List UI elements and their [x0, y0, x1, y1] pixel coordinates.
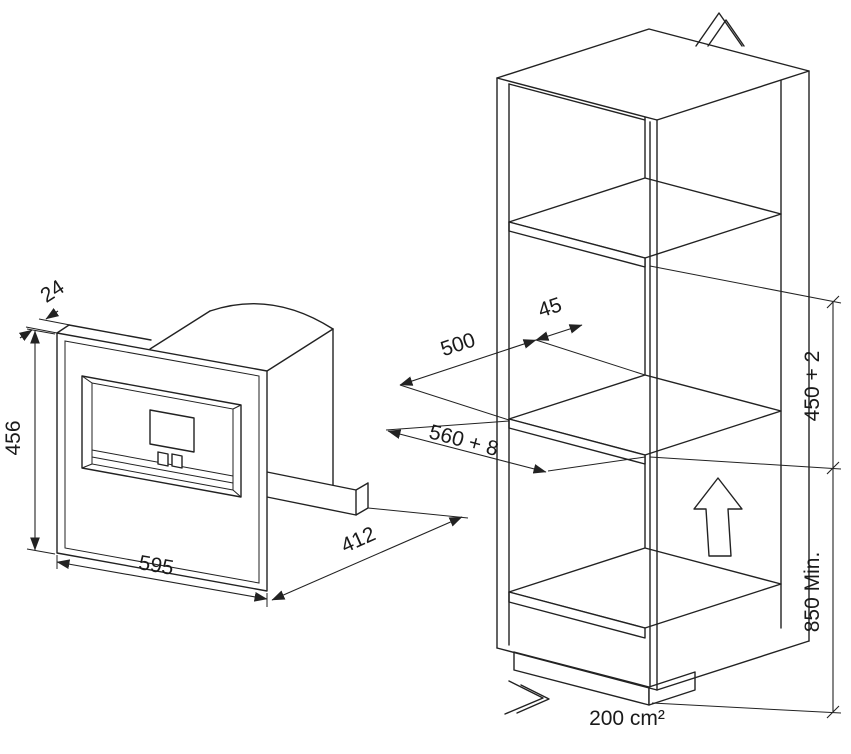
airflow-out-icon	[695, 12, 745, 47]
dim-label-niche-height: 450 + 2	[801, 351, 824, 422]
appliance-view: 24 456 595 412	[2, 275, 469, 607]
dim-label-min-base-height: 850 Min.	[801, 552, 824, 633]
appliance-body	[149, 302, 334, 486]
cabinet-upper-shelf	[508, 177, 782, 268]
cabinet-top-face	[496, 28, 810, 121]
dim-label-shelf-offset: 45	[535, 293, 564, 322]
dim-label-appliance-depth: 412	[338, 522, 379, 557]
cabinet-back-wall	[644, 39, 782, 629]
appliance-base-platform	[266, 471, 369, 516]
cabinet-plinth	[513, 651, 696, 706]
airflow-up-arrow-icon	[693, 477, 743, 557]
dim-label-niche-width: 560 + 8	[427, 420, 501, 461]
dim-label-vent-area: 200 cm²	[589, 707, 665, 730]
appliance-opening	[81, 375, 242, 498]
cabinet-floor-shelf	[508, 547, 782, 639]
cabinet-middle-shelf	[508, 374, 782, 465]
dimension-vent-area: 200 cm²	[589, 707, 665, 730]
dim-label-frame-height: 456	[2, 420, 25, 455]
dimension-niche-height: 450 + 2	[801, 351, 824, 422]
dimension-frame-height: 456	[2, 328, 56, 555]
dimension-column	[649, 265, 842, 719]
dimension-min-base-height: 850 Min.	[801, 552, 824, 633]
dim-label-frame-depth: 24	[36, 275, 68, 307]
cabinet-view: 500 45 560 + 8 450 + 2 850 Min. 200 cm²	[385, 12, 842, 730]
dimension-appliance-depth: 412	[271, 507, 469, 601]
dim-label-frame-width: 595	[137, 551, 176, 580]
dim-label-niche-depth: 500	[438, 328, 478, 361]
cabinet-outer-edges	[496, 70, 810, 691]
coffee-dispenser	[149, 409, 195, 469]
dimension-shelf-offset: 45	[535, 293, 583, 341]
airflow-in-icon	[504, 680, 550, 715]
